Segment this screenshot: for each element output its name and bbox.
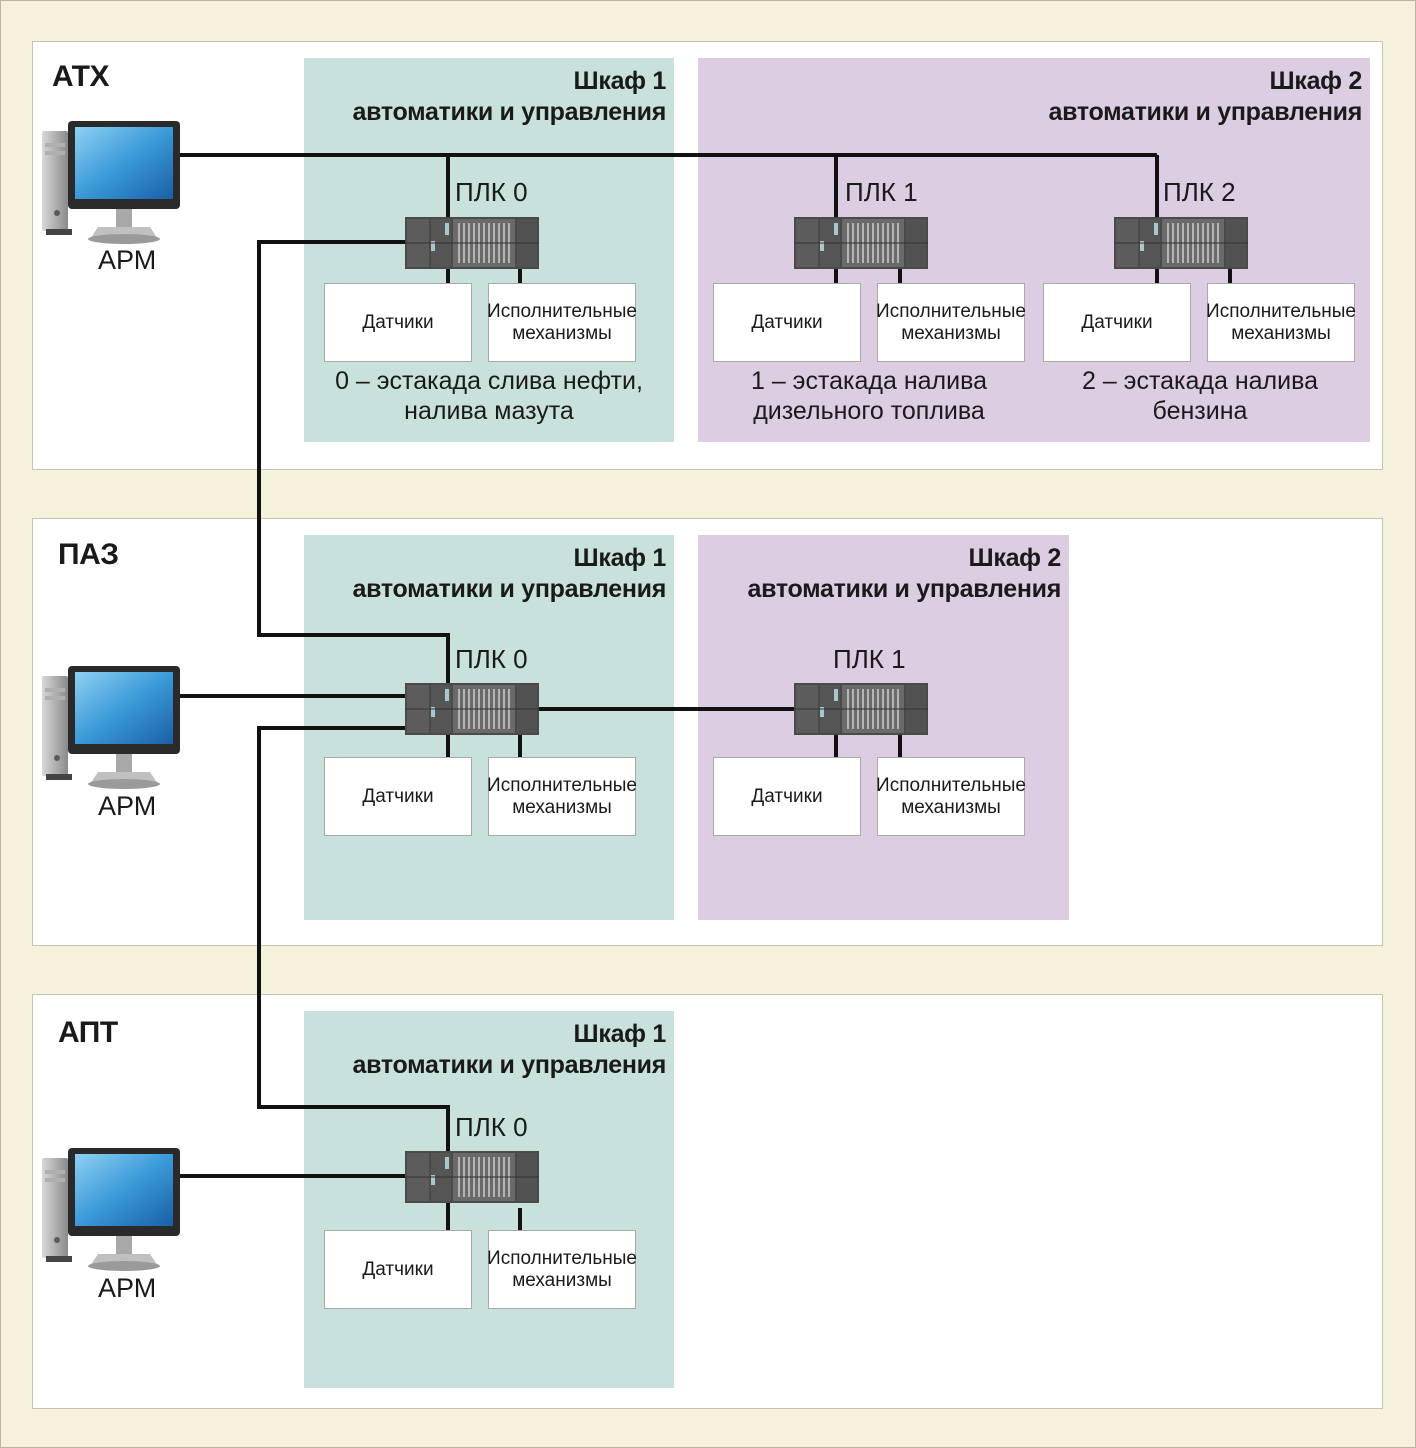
section-atx-label: АТХ bbox=[52, 60, 110, 93]
atx-plc2-sensors: Датчики bbox=[1043, 283, 1191, 362]
paz-plc0-actuators-line2: механизмы bbox=[512, 796, 612, 818]
atx-plc0-sensors: Датчики bbox=[324, 283, 472, 362]
paz-plc0-unit bbox=[404, 682, 540, 736]
atx-plc2-unit bbox=[1113, 216, 1249, 270]
paz-cabinet-1-title-line2: автоматики и управления bbox=[352, 575, 667, 603]
apt-cabinet-1-title: Шкаф 1 автоматики и управления bbox=[352, 1019, 667, 1081]
paz-network-links bbox=[180, 694, 794, 711]
paz-plc1-actuators-line1: Исполнительные bbox=[876, 774, 1026, 796]
section-paz-label: ПАЗ bbox=[58, 538, 119, 571]
paz-workstation-icon bbox=[42, 666, 180, 789]
paz-plc0-label: ПЛК 0 bbox=[455, 644, 528, 674]
paz-cabinet-2-title-line1: Шкаф 2 bbox=[968, 544, 1062, 572]
atx-plc1-sensors: Датчики bbox=[713, 283, 861, 362]
atx-cabinet-2-title: Шкаф 2 автоматики и управления bbox=[1048, 66, 1363, 128]
paz-plc0-actuators-line1: Исполнительные bbox=[487, 774, 637, 796]
apt-plc0-actuators-line1: Исполнительные bbox=[487, 1247, 637, 1269]
atx-plc2-actuators: Исполнительные механизмы bbox=[1206, 283, 1356, 362]
atx-arm-label: АРМ bbox=[98, 245, 157, 275]
atx-plc1-caption: 1 – эстакада налива дизельного топлива bbox=[699, 366, 1039, 426]
apt-workstation-icon bbox=[42, 1148, 180, 1271]
atx-plc0-caption-line2: налива мазута bbox=[404, 397, 574, 425]
atx-plc1-actuators: Исполнительные механизмы bbox=[876, 283, 1026, 362]
atx-plc0-label: ПЛК 0 bbox=[455, 177, 528, 207]
atx-plc2-caption-line1: 2 – эстакада налива bbox=[1081, 367, 1319, 395]
plc-device-links bbox=[446, 269, 1232, 1230]
atx-plc2-caption-line2: бензина bbox=[1152, 397, 1248, 425]
apt-plc0-sensors: Датчики bbox=[324, 1230, 472, 1309]
atx-plc0-actuators-line1: Исполнительные bbox=[487, 300, 637, 322]
atx-plc2-label: ПЛК 2 bbox=[1163, 177, 1236, 207]
atx-plc0-actuators-line2: механизмы bbox=[512, 322, 612, 344]
paz-plc1-label: ПЛК 1 bbox=[833, 644, 906, 674]
atx-plc1-actuators-line1: Исполнительные bbox=[876, 300, 1026, 322]
atx-plc1-caption-line1: 1 – эстакада налива bbox=[750, 367, 988, 395]
atx-plc0-actuators: Исполнительные механизмы bbox=[487, 283, 637, 362]
atx-workstation-icon bbox=[42, 121, 180, 244]
paz-plc0-actuators: Исполнительные механизмы bbox=[487, 757, 637, 836]
atx-plc0-caption: 0 – эстакада слива нефти, налива мазута bbox=[304, 366, 674, 426]
paz-arm-label: АРМ bbox=[98, 791, 157, 821]
paz-plc1-sensors: Датчики bbox=[713, 757, 861, 836]
section-apt-label: АПТ bbox=[58, 1016, 118, 1049]
atx-plc1-caption-line2: дизельного топлива bbox=[753, 397, 985, 425]
paz-plc1-unit bbox=[793, 682, 929, 736]
atx-cabinet-2-title-line1: Шкаф 2 bbox=[1269, 67, 1363, 95]
atx-plc1-label: ПЛК 1 bbox=[845, 177, 918, 207]
paz-plc0-sensors: Датчики bbox=[324, 757, 472, 836]
paz-cabinet-2-title-line2: автоматики и управления bbox=[747, 575, 1062, 603]
paz-cabinet-2-title: Шкаф 2 автоматики и управления bbox=[747, 543, 1062, 605]
apt-plc0-label: ПЛК 0 bbox=[455, 1112, 528, 1142]
atx-plc2-actuators-line1: Исполнительные bbox=[1206, 300, 1356, 322]
paz-cabinet-1-title: Шкаф 1 автоматики и управления bbox=[352, 543, 667, 605]
atx-plc2-caption: 2 – эстакада налива бензина bbox=[1040, 366, 1360, 426]
apt-plc0-actuators: Исполнительные механизмы bbox=[487, 1230, 637, 1309]
atx-plc0-caption-line1: 0 – эстакада слива нефти, bbox=[335, 367, 643, 395]
atx-cabinet-1-title-line2: автоматики и управления bbox=[352, 98, 667, 126]
paz-cabinet-1-title-line1: Шкаф 1 bbox=[573, 544, 667, 572]
apt-arm-label: АРМ bbox=[98, 1273, 157, 1303]
apt-cabinet-1-title-line2: автоматики и управления bbox=[352, 1051, 667, 1079]
inter-section-links bbox=[257, 240, 450, 1151]
atx-cabinet-2-title-line2: автоматики и управления bbox=[1048, 98, 1363, 126]
apt-cabinet-1-title-line1: Шкаф 1 bbox=[573, 1020, 667, 1048]
paz-plc1-actuators-line2: механизмы bbox=[901, 796, 1001, 818]
atx-network-bus bbox=[180, 153, 1159, 218]
atx-plc2-actuators-line2: механизмы bbox=[1231, 322, 1331, 344]
atx-cabinet-1-title-line1: Шкаф 1 bbox=[573, 67, 667, 95]
paz-plc1-actuators: Исполнительные механизмы bbox=[876, 757, 1026, 836]
apt-plc0-unit bbox=[404, 1150, 540, 1204]
atx-cabinet-1-title: Шкаф 1 автоматики и управления bbox=[352, 66, 667, 128]
apt-plc0-actuators-line2: механизмы bbox=[512, 1269, 612, 1291]
atx-plc1-actuators-line2: механизмы bbox=[901, 322, 1001, 344]
atx-plc1-unit bbox=[793, 216, 929, 270]
atx-plc0-unit bbox=[404, 216, 540, 270]
